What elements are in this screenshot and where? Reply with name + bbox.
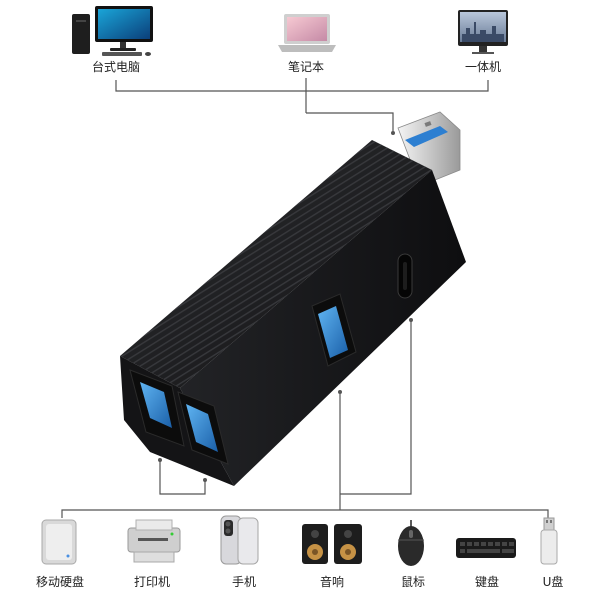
mouse-icon <box>398 520 424 566</box>
desktop-computer-icon <box>72 6 153 56</box>
printer-icon <box>127 519 181 563</box>
device-label-phone: 手机 <box>232 575 256 589</box>
device-connection-lines <box>61 320 549 518</box>
portable-hard-drive-icon <box>41 519 77 565</box>
device-usb-drive: U盘 <box>540 517 564 589</box>
device-label-mouse: 鼠标 <box>401 575 425 589</box>
laptop-icon <box>278 14 336 52</box>
device-mouse: 鼠标 <box>398 520 425 589</box>
speakers-icon <box>302 524 362 564</box>
usb-port-side <box>318 306 348 358</box>
usb-c-port <box>397 253 413 299</box>
connector-dot <box>409 318 413 322</box>
side-usb-port <box>311 293 357 367</box>
keyboard-icon <box>456 538 516 558</box>
usb-hub-product <box>120 111 466 486</box>
connector-dot <box>158 458 162 462</box>
usb-flash-drive-icon <box>540 517 558 565</box>
device-printer: 打印机 <box>127 519 181 589</box>
host-label-all-in-one: 一体机 <box>465 60 501 74</box>
connector-dot <box>391 131 395 135</box>
host-desktop: 台式电脑 <box>72 6 153 74</box>
device-speakers: 音响 <box>302 524 362 589</box>
host-label-laptop: 笔记本 <box>288 59 324 74</box>
front-usb-ports <box>129 369 229 465</box>
device-label-speakers: 音响 <box>320 574 344 589</box>
device-label-printer: 打印机 <box>134 575 170 589</box>
connector-dot <box>338 390 342 394</box>
host-laptop: 笔记本 <box>278 14 336 74</box>
connector-dot <box>203 478 207 482</box>
device-label-keyboard: 键盘 <box>475 574 499 589</box>
all-in-one-pc-icon <box>458 10 508 54</box>
host-label-desktop: 台式电脑 <box>92 59 140 74</box>
usb-port-front-left <box>140 382 172 428</box>
device-label-hard-drive: 移动硬盘 <box>36 574 84 589</box>
device-hard-drive: 移动硬盘 <box>36 519 84 589</box>
device-phone: 手机 <box>220 515 259 589</box>
host-connection-lines <box>115 78 489 131</box>
host-all-in-one: 一体机 <box>458 10 508 74</box>
device-label-usb-drive: U盘 <box>543 574 564 589</box>
usb-port-front-right <box>186 404 218 452</box>
device-keyboard: 键盘 <box>456 538 516 589</box>
smartphone-icon <box>220 515 259 565</box>
